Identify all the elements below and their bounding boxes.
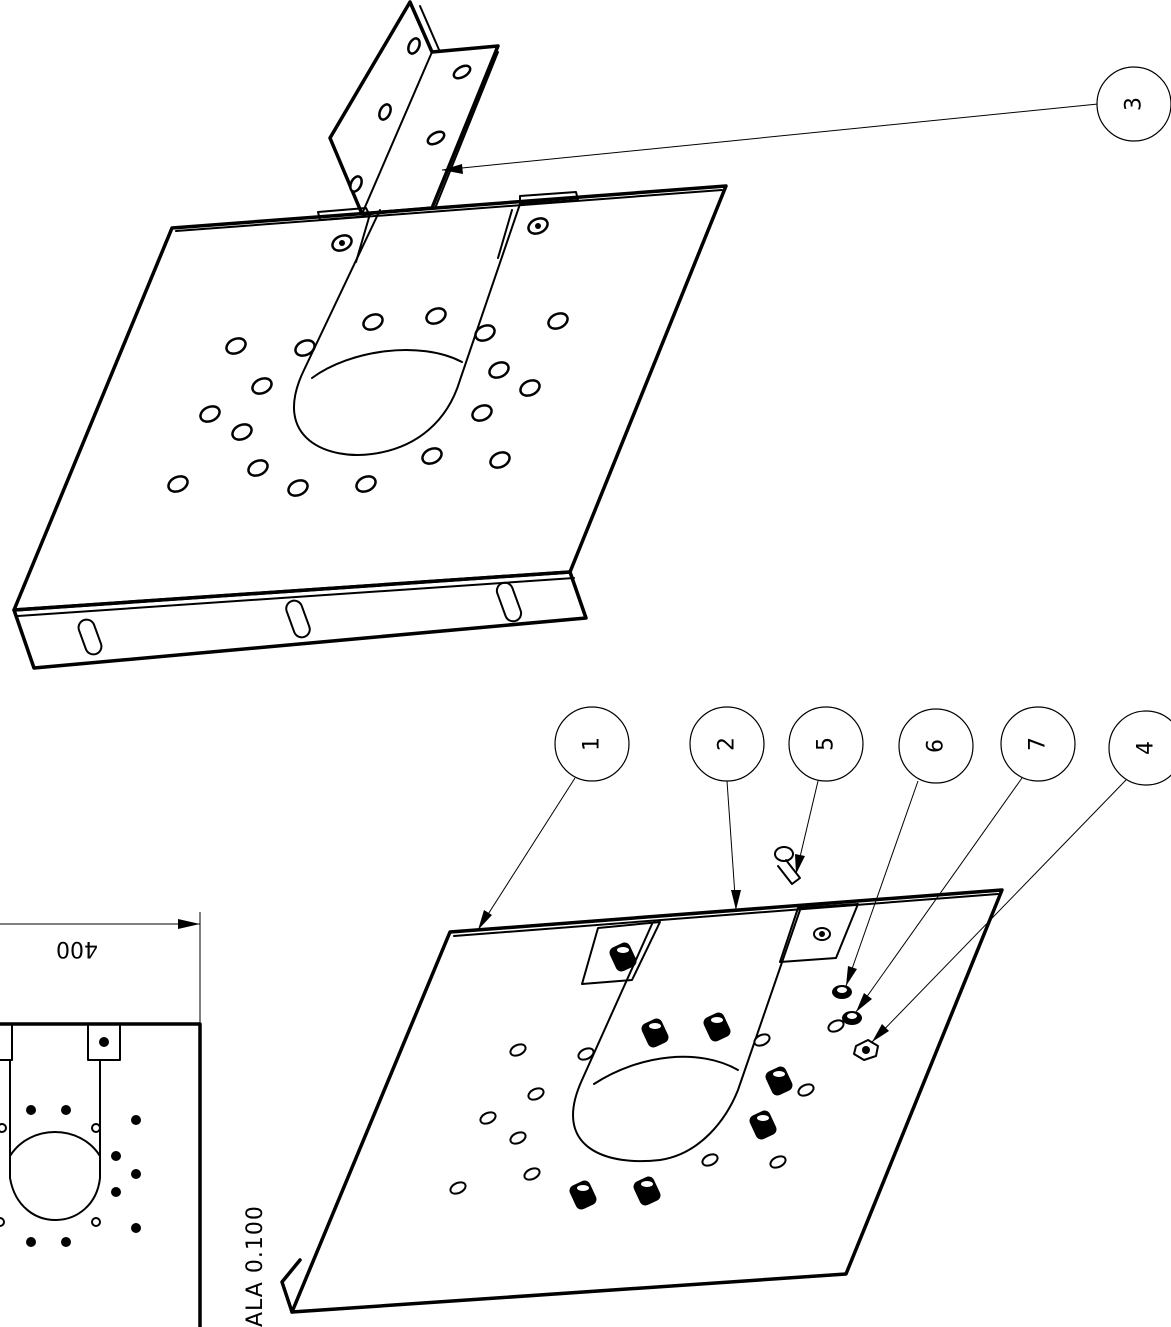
dimension-label: 400 <box>56 936 98 961</box>
front-view-tab <box>87 1023 121 1061</box>
bottom-isometric-view <box>280 846 1004 1314</box>
bottom-plate-lip <box>280 1258 302 1314</box>
top-mount-holes <box>167 217 569 497</box>
flange-slot <box>77 618 103 656</box>
callout-4-label: 4 <box>1134 741 1159 755</box>
overall-width-dimension: 400 <box>0 912 201 1024</box>
callout-7-bubble <box>1000 706 1076 782</box>
callout-1-bubble <box>554 706 630 782</box>
bottom-open-holes <box>449 1019 845 1195</box>
top-tab <box>519 191 579 205</box>
bracket-hole <box>426 130 446 146</box>
bracket-hole <box>349 175 363 193</box>
callout-7-label: 7 <box>1026 737 1051 751</box>
front-view-holes <box>0 1105 141 1247</box>
callout-6-label: 6 <box>924 739 949 753</box>
screw-part-5 <box>774 846 801 885</box>
bottom-fasteners <box>569 942 793 1210</box>
bracket-hole <box>378 103 392 121</box>
washer-part-6 <box>832 985 852 999</box>
bottom-tab <box>779 903 859 963</box>
nut-part-4 <box>853 1039 879 1061</box>
callout-1-label: 1 <box>580 737 605 751</box>
callout-5-label: 5 <box>814 737 839 751</box>
bottom-tab <box>581 921 661 985</box>
callout-2-bubble <box>689 706 765 782</box>
callout-6-bubble <box>898 708 974 784</box>
scale-note: ALA 0.100 <box>243 1205 268 1327</box>
callout-2-label: 2 <box>715 737 740 751</box>
callout-3-bubble <box>1096 66 1171 142</box>
top-isometric-view <box>12 0 728 670</box>
bottom-plate-outline <box>290 888 1004 1314</box>
bracket-hole <box>407 37 421 55</box>
top-u-slot <box>292 203 521 456</box>
callout-balloons: 3 1 2 5 6 7 4 <box>441 66 1171 1043</box>
top-plate-front-flange <box>12 570 588 670</box>
lock-washer-part-7 <box>842 1011 862 1025</box>
callout-5-bubble <box>788 706 864 782</box>
bottom-u-slot <box>572 909 801 1163</box>
callout-4-bubble <box>1108 710 1171 786</box>
flange-slot <box>495 581 523 623</box>
flange-slot <box>285 599 311 639</box>
top-plate-outline <box>12 184 728 612</box>
partial-front-view <box>0 1022 202 1327</box>
bracket-hole <box>452 64 472 80</box>
callout-3-label: 3 <box>1122 97 1147 111</box>
front-view-u-slot <box>9 1059 101 1221</box>
